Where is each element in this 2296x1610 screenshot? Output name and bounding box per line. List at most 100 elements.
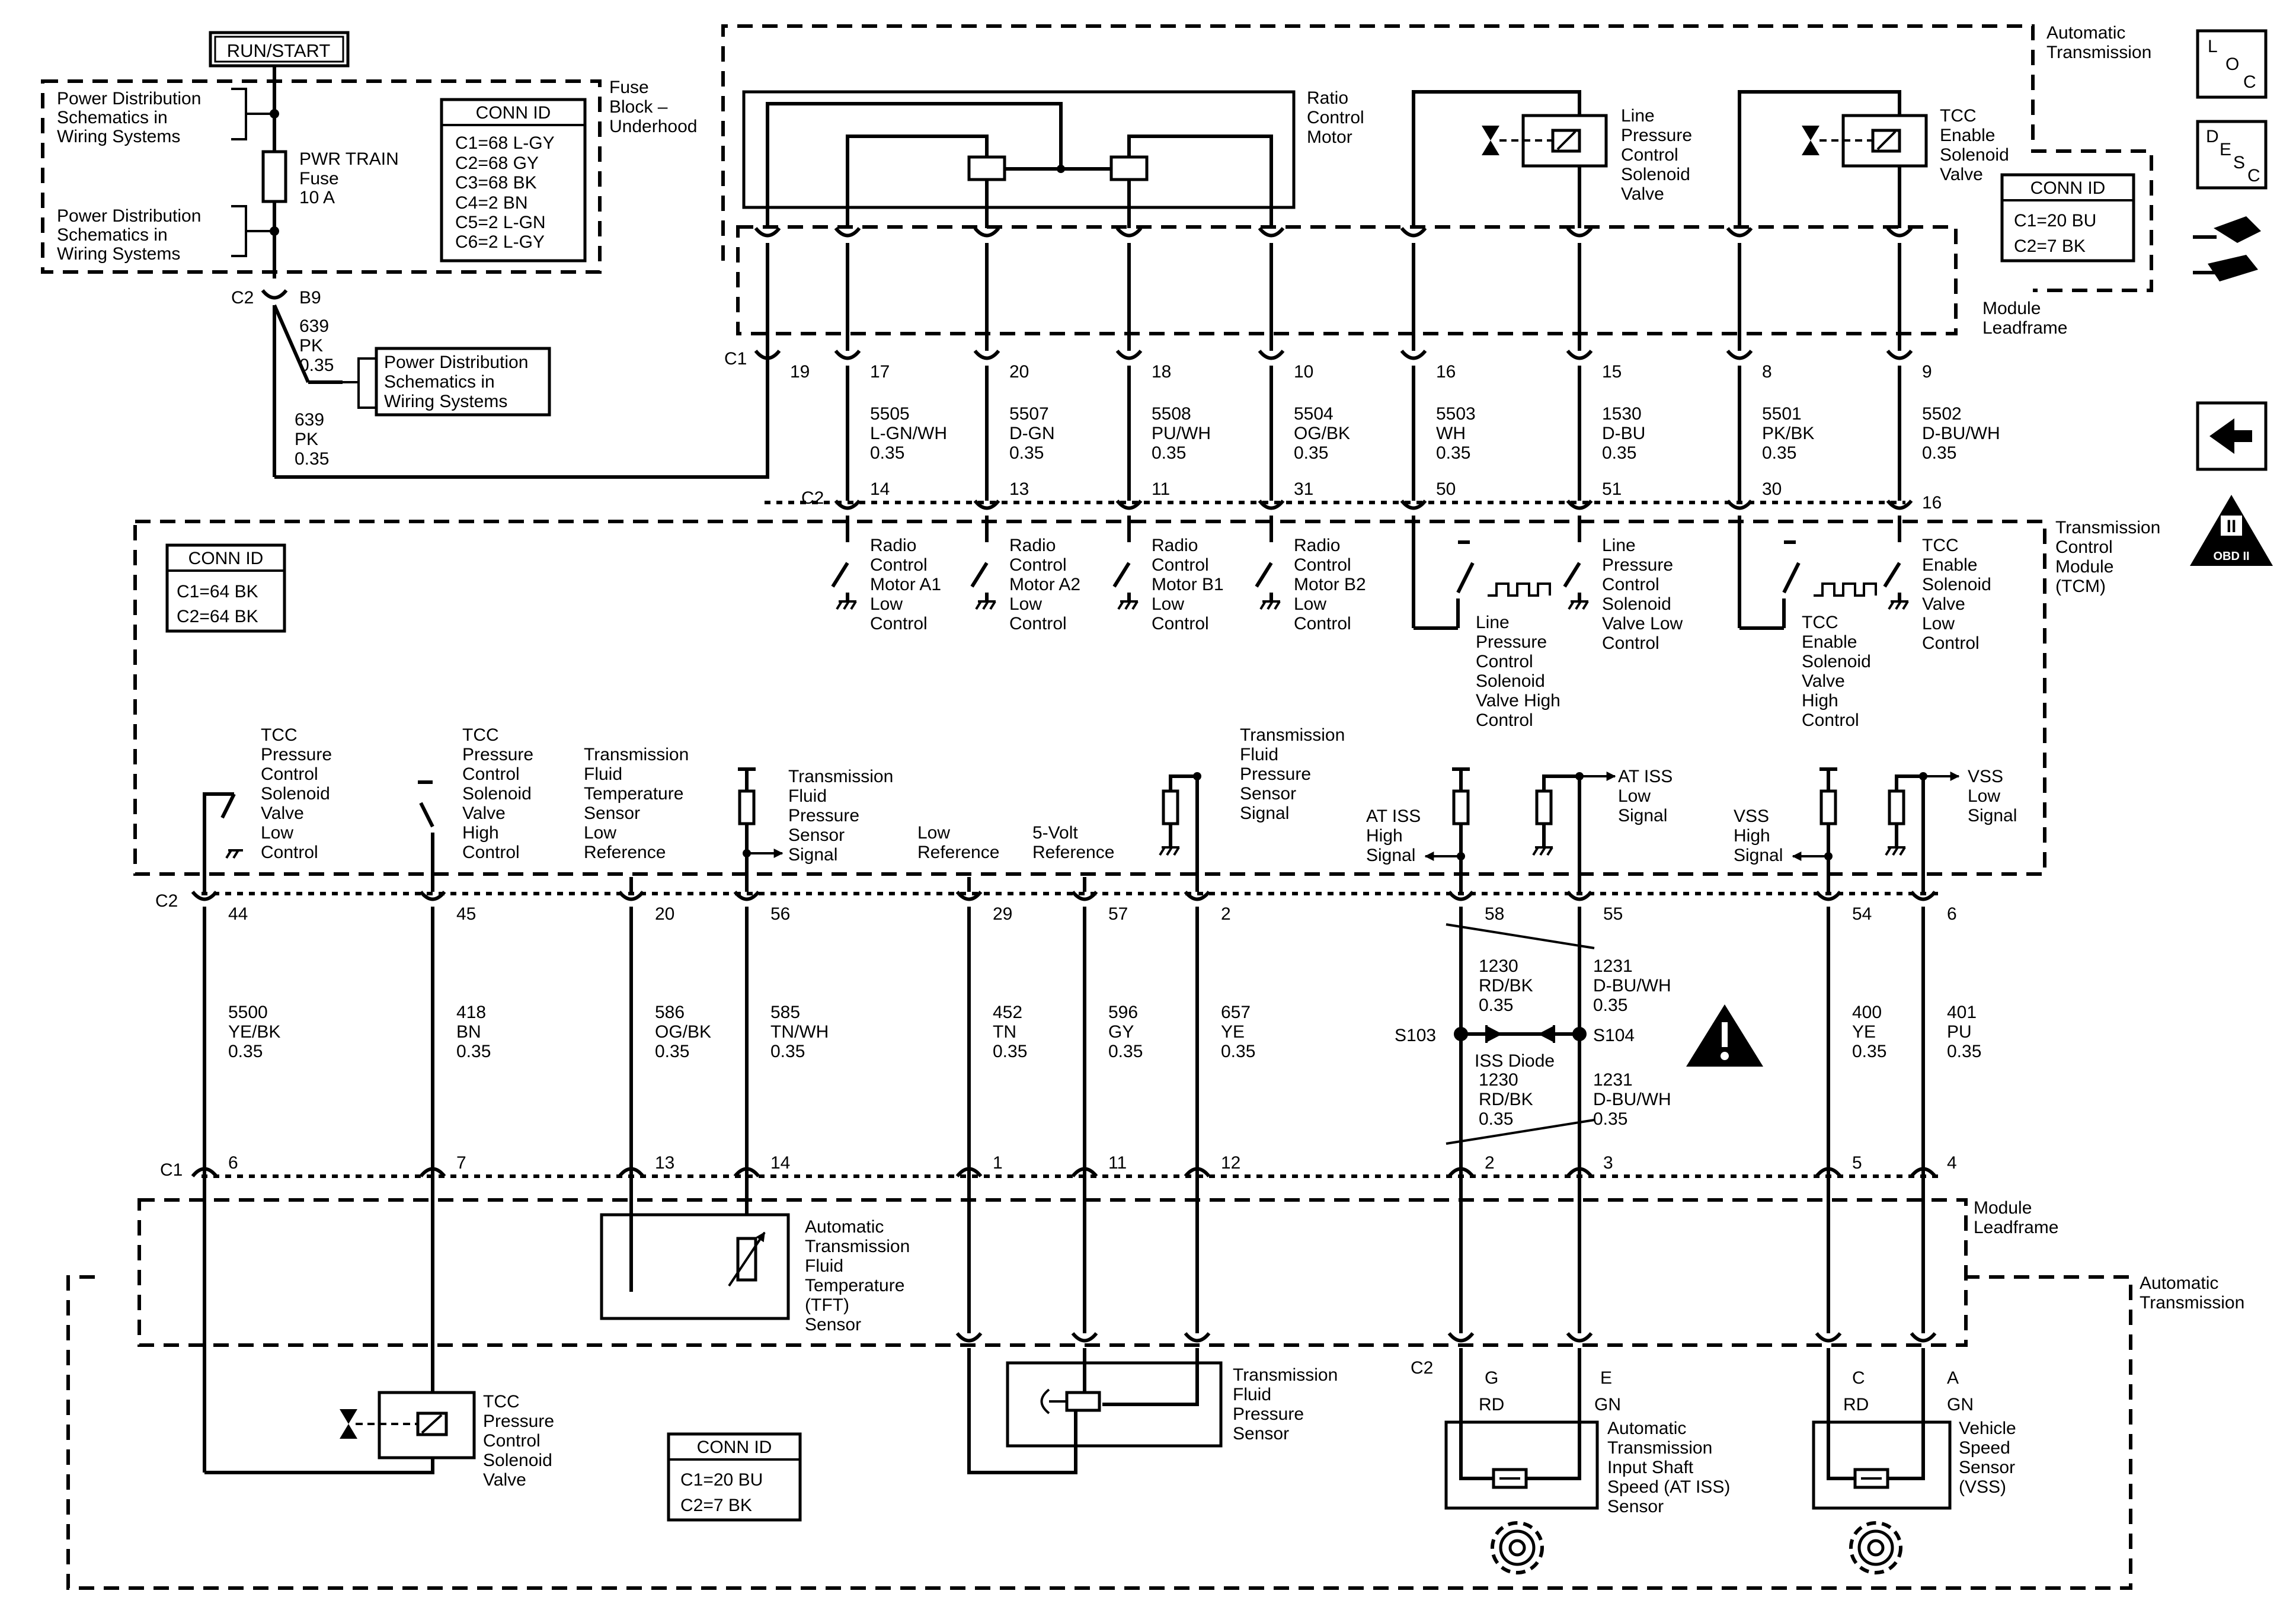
svg-text:Fluid: Fluid: [788, 786, 827, 806]
svg-text:Input Shaft: Input Shaft: [1607, 1458, 1694, 1477]
svg-text:C1=20 BU: C1=20 BU: [680, 1470, 763, 1490]
svg-text:Reference: Reference: [584, 843, 666, 862]
svg-text:Valve Low: Valve Low: [1602, 614, 1683, 633]
svg-text:10: 10: [1294, 362, 1313, 382]
svg-text:Module: Module: [1974, 1198, 2032, 1218]
svg-text:Transmission: Transmission: [805, 1237, 910, 1256]
svg-text:Control: Control: [2055, 537, 2113, 557]
svg-text:PU/WH: PU/WH: [1152, 424, 1211, 443]
svg-text:418: 418: [456, 1003, 486, 1022]
svg-text:Control: Control: [1476, 652, 1533, 671]
desc-icon[interactable]: D E S C: [2196, 120, 2268, 190]
vss-gear-icon: [1849, 1521, 1902, 1574]
svg-text:TN/WH: TN/WH: [770, 1022, 829, 1042]
svg-text:596: 596: [1108, 1003, 1138, 1022]
svg-text:Wiring Systems: Wiring Systems: [57, 127, 180, 146]
svg-text:1230: 1230: [1479, 1070, 1518, 1090]
run-start-box: RUN/START: [209, 31, 350, 68]
lower-c1-pin-labels: C1 6 7 13 14 1 11 12 2 3 5 4: [160, 1153, 1957, 1180]
svg-text:C2: C2: [1411, 1358, 1433, 1378]
svg-text:TCC: TCC: [1922, 536, 1959, 555]
svg-text:19: 19: [790, 362, 810, 382]
svg-text:High: High: [1366, 826, 1403, 846]
svg-text:0.35: 0.35: [1221, 1042, 1255, 1061]
svg-text:Control: Control: [1621, 145, 1678, 165]
svg-text:2: 2: [1485, 1153, 1495, 1173]
svg-text:TN: TN: [993, 1022, 1016, 1042]
svg-text:Signal: Signal: [788, 845, 837, 865]
svg-text:45: 45: [456, 904, 476, 924]
svg-text:Control: Control: [1152, 614, 1209, 633]
svg-text:30: 30: [1762, 479, 1782, 499]
svg-text:Power Distribution: Power Distribution: [57, 89, 201, 108]
svg-text:Automatic: Automatic: [2140, 1273, 2218, 1293]
svg-text:AT ISS: AT ISS: [1618, 767, 1673, 786]
svg-text:Automatic: Automatic: [1607, 1419, 1686, 1438]
svg-text:High: High: [462, 823, 499, 843]
svg-text:9: 9: [1922, 362, 1932, 382]
back-arrow-icon[interactable]: [2196, 401, 2268, 471]
svg-text:1530: 1530: [1602, 404, 1642, 424]
tcm-conn-id: CONN ID C1=64 BK C2=64 BK: [165, 543, 286, 633]
tcm-module: Transmission Control Module (TCM): [133, 518, 2160, 876]
fuse-block-conn-id: CONN ID C1=68 L-GY C2=68 GY C3=68 BK C4=…: [440, 98, 587, 263]
upper-circuit-columns: [754, 227, 1913, 510]
svg-text:E: E: [2220, 140, 2231, 159]
svg-text:Low: Low: [584, 823, 616, 843]
svg-text:Pressure: Pressure: [261, 745, 332, 764]
svg-text:D-BU/WH: D-BU/WH: [1593, 1090, 1671, 1109]
svg-text:58: 58: [1485, 904, 1504, 924]
svg-text:Speed (AT ISS): Speed (AT ISS): [1607, 1477, 1730, 1497]
svg-text:1231: 1231: [1593, 956, 1633, 976]
svg-text:Sensor: Sensor: [584, 804, 640, 823]
svg-text:5503: 5503: [1436, 404, 1476, 424]
svg-text:20: 20: [655, 904, 674, 924]
svg-text:Transmission: Transmission: [584, 745, 689, 764]
svg-text:Control: Control: [1802, 710, 1859, 730]
svg-text:0.35: 0.35: [1009, 443, 1044, 463]
svg-text:Schematics in: Schematics in: [57, 108, 168, 127]
svg-text:B9: B9: [299, 288, 321, 308]
svg-text:11: 11: [1152, 479, 1170, 499]
svg-text:0.35: 0.35: [655, 1042, 689, 1061]
svg-text:TCC: TCC: [483, 1392, 520, 1411]
svg-text:Control: Control: [261, 843, 318, 862]
svg-text:PK/BK: PK/BK: [1762, 424, 1814, 443]
svg-text:WH: WH: [1436, 424, 1466, 443]
loc-icon[interactable]: L O C: [2196, 29, 2268, 99]
svg-text:0.35: 0.35: [1762, 443, 1796, 463]
svg-text:55: 55: [1603, 904, 1623, 924]
svg-text:0.35: 0.35: [1947, 1042, 1981, 1061]
svg-text:Motor A2: Motor A2: [1009, 575, 1080, 594]
svg-text:YE: YE: [1221, 1022, 1245, 1042]
svg-text:OG/BK: OG/BK: [1294, 424, 1350, 443]
svg-text:Block –: Block –: [609, 97, 668, 117]
svg-text:C: C: [2243, 72, 2256, 92]
connector-tool-icon[interactable]: [2193, 216, 2261, 281]
svg-text:C1: C1: [724, 349, 747, 369]
svg-text:Sensor: Sensor: [788, 825, 845, 845]
svg-text:Signal: Signal: [1734, 846, 1783, 865]
svg-text:18: 18: [1152, 362, 1171, 382]
svg-text:5508: 5508: [1152, 404, 1191, 424]
svg-text:AT ISS: AT ISS: [1366, 806, 1421, 826]
svg-text:Valve: Valve: [483, 1470, 526, 1490]
pwr-train-fuse: PWR TRAIN Fuse 10 A: [261, 149, 399, 207]
upper-c1-pin-labels: C1 19 17 20 18 10 16 15 8 9: [724, 349, 1932, 382]
svg-text:GY: GY: [1108, 1022, 1134, 1042]
svg-text:C1=64 BK: C1=64 BK: [177, 582, 258, 601]
svg-text:VSS: VSS: [1734, 806, 1769, 826]
svg-text:Sensor: Sensor: [1959, 1458, 2015, 1477]
feed-wire-639: 639 PK 0.35 639 PK 0.35: [273, 304, 769, 479]
svg-text:(TCM): (TCM): [2055, 577, 2106, 596]
svg-text:A: A: [1947, 1368, 1959, 1388]
svg-text:Solenoid: Solenoid: [1802, 652, 1871, 671]
svg-text:Module: Module: [1982, 299, 2041, 318]
svg-text:Line: Line: [1476, 613, 1510, 632]
svg-text:8: 8: [1762, 362, 1772, 382]
svg-text:Transmission: Transmission: [2046, 43, 2151, 62]
svg-text:Solenoid: Solenoid: [261, 784, 330, 804]
svg-text:Fuse: Fuse: [299, 169, 339, 188]
svg-text:C2=7 BK: C2=7 BK: [2014, 236, 2086, 256]
